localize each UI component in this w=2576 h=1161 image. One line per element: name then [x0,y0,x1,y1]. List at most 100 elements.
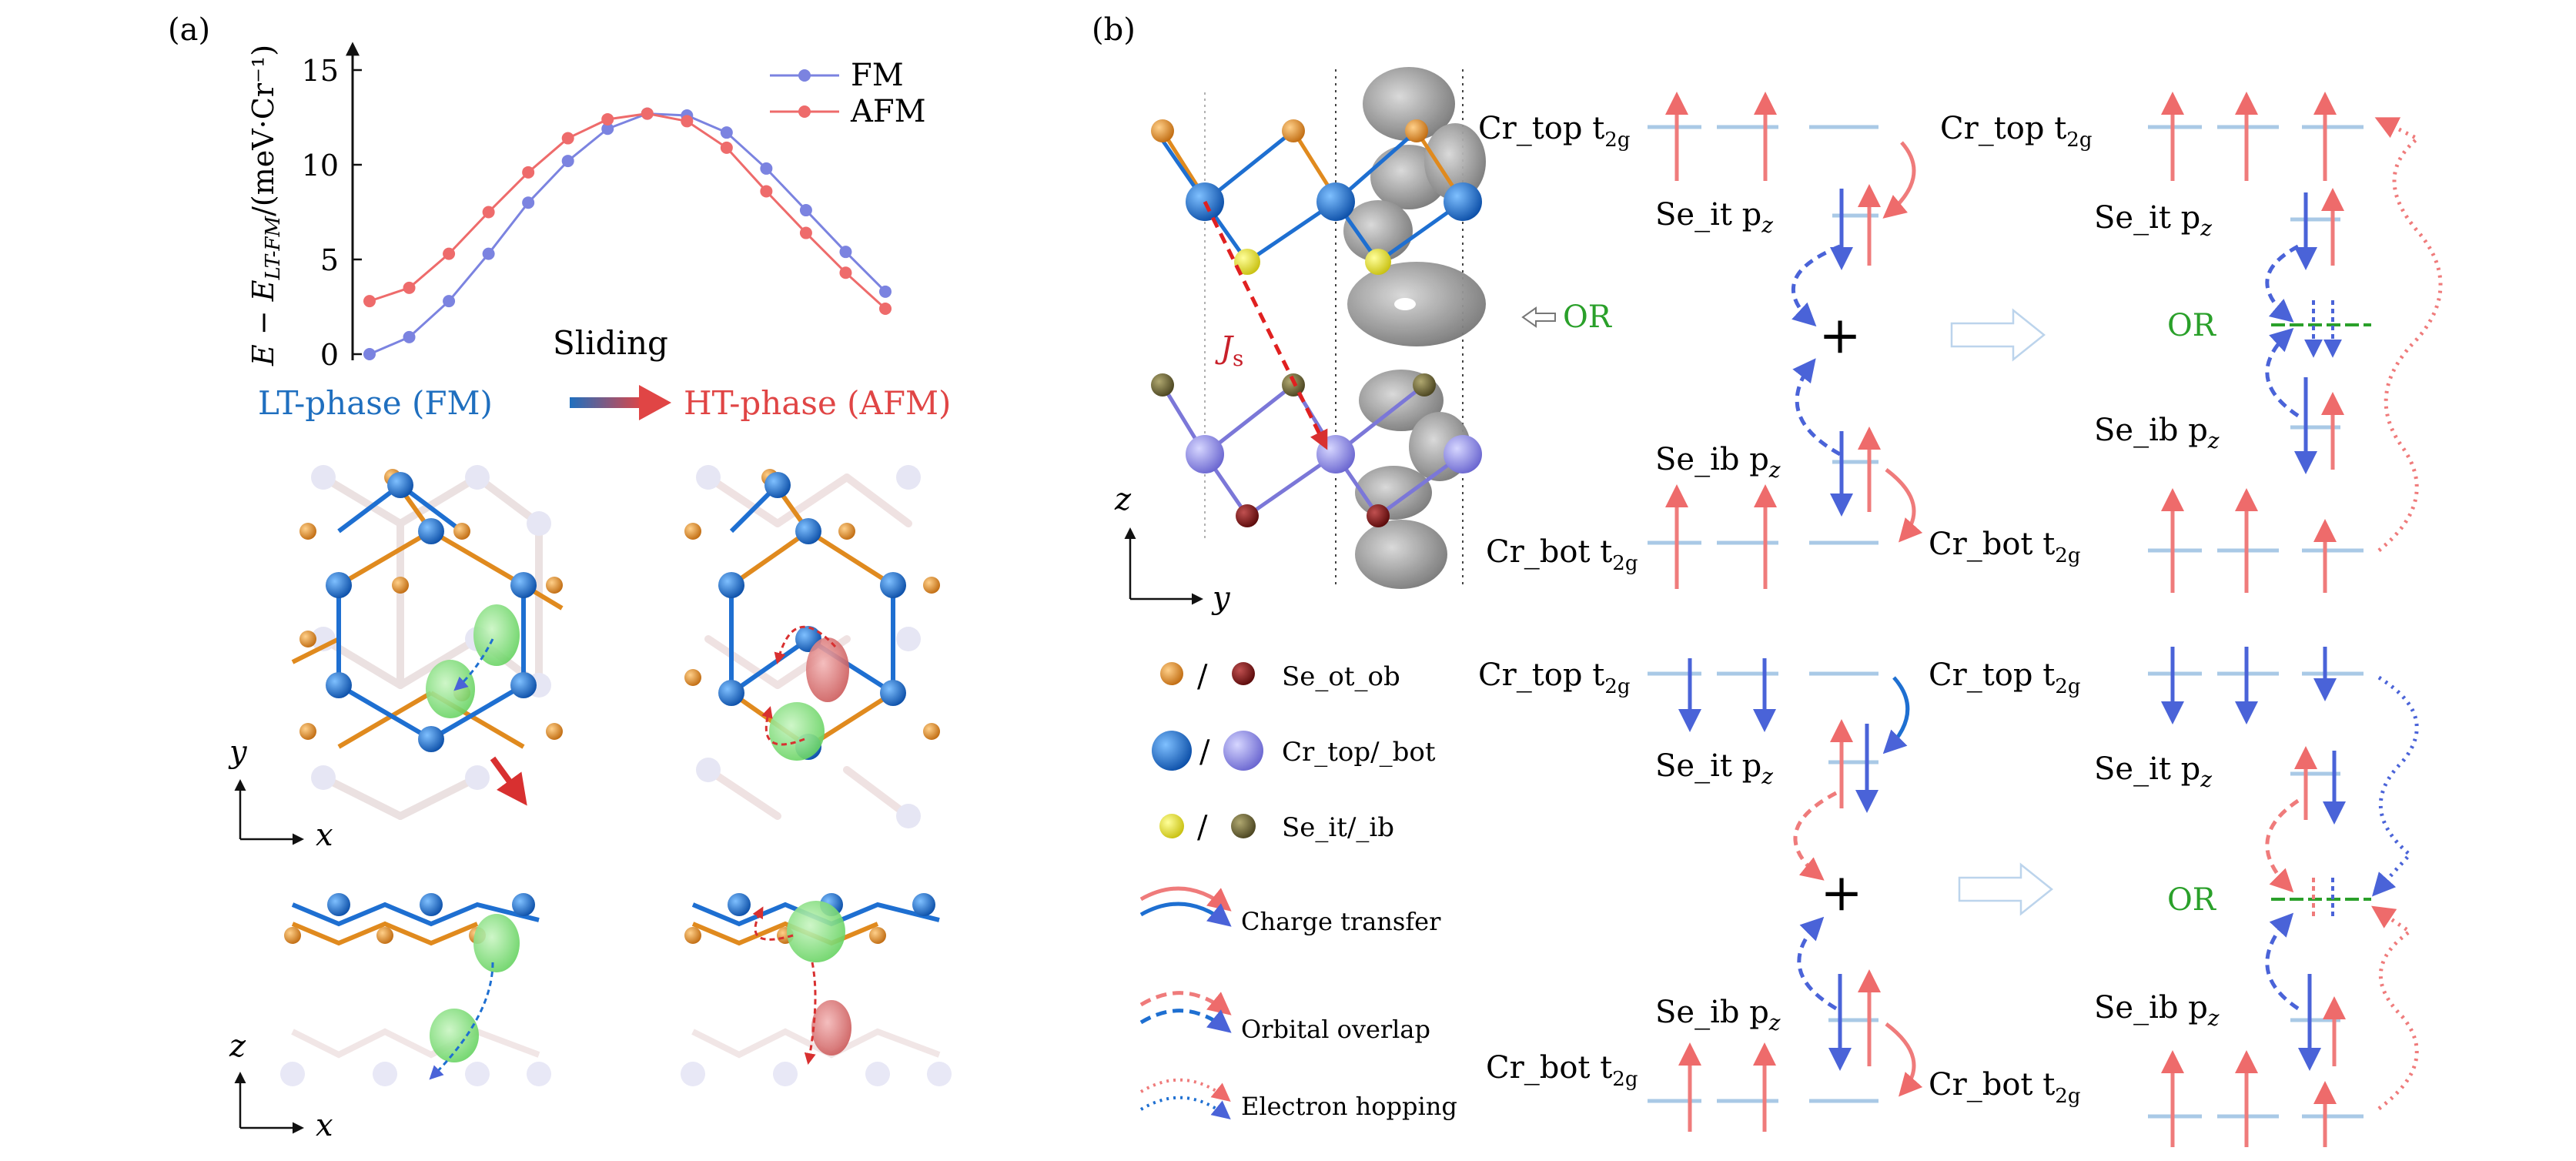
panel-a-label: (a) [168,12,210,48]
ht-top-view [684,465,940,828]
point-fm-10 [760,162,773,175]
y-axis-label: E − ELT-FM/(meV·Cr⁻¹) [246,45,285,366]
point-fm-3 [482,247,495,260]
chart-legend: FM AFM [770,58,926,129]
axis-y-label-a: y [228,734,248,770]
legend-se-ib-marker [1231,814,1256,838]
bilayer-structure: Js OR z y [1114,67,1613,616]
axes-zx-1: z x [229,1029,333,1143]
point-fm-1 [403,330,416,343]
cr-top-label-2: Cr_top t2g [1940,111,2092,152]
ytick-10: 10 [302,149,339,182]
sliding-label: Sliding [553,324,668,362]
point-afm-8 [681,115,694,128]
axis-y-label-b: y [1211,580,1231,616]
fm-level-diagram-before: Cr_top t2g Se_it pz Se_ib pz Cr_bot t2g … [1478,92,2046,589]
se-it-label-3: Se_it pz [1655,748,1773,789]
se-ib-label-1: Se_ib pz [1655,442,1781,483]
ylabel-sub: LT-FM [262,216,285,281]
legend-afm-marker [798,105,811,118]
se-ib-label-4: Se_ib pz [2094,990,2220,1031]
legend-orbital-overlap: Orbital overlap [1241,1015,1430,1044]
or-label-2: OR [2167,882,2217,918]
point-afm-5 [561,132,574,145]
point-afm-7 [641,107,654,120]
axis-z-label-b: z [1114,482,1132,517]
sliding-arrow [570,385,671,420]
transform-arrow-1 [1950,308,2046,362]
lt-green-lobe-2 [426,660,475,718]
point-afm-6 [601,112,614,125]
legend-slash-1: / [1197,659,1208,694]
or-label-1: OR [2167,308,2217,343]
point-afm-10 [760,185,773,198]
js-label: Js [1215,330,1243,371]
lt-green-lobe-1 [473,604,520,666]
ht-red-lobe [806,637,849,702]
axes-xy-1: y x [228,734,333,853]
hopping-path-2 [2371,675,2419,897]
point-fm-13 [879,285,892,298]
point-fm-9 [720,126,733,139]
se-it-label-1: Se_it pz [1655,197,1773,238]
axis-x2-label-a: x [316,1108,333,1143]
plus-1: + [1818,306,1861,365]
axis-x-label-a: x [316,818,333,853]
cr-top-label-1: Cr_top t2g [1478,111,1630,152]
panel-b-label: (b) [1092,12,1136,48]
legend-electron-hopping: Electron hopping [1241,1092,1457,1121]
point-afm-1 [403,281,416,294]
point-afm-9 [720,141,733,154]
legend-cr-top-marker [1152,731,1192,771]
point-afm-13 [879,302,892,315]
ytick-0: 0 [320,338,339,372]
afm-level-diagram-after: Cr_top t2g Se_it pz OR Se_ib pz Cr_bot t… [1929,647,2419,1147]
ht-side-view [681,893,952,1086]
se-it-label-2: Se_it pz [2094,200,2212,241]
cr-bot-label-4: Cr_bot t2g [1929,1067,2080,1108]
point-afm-3 [482,206,495,219]
cr-bot-label-3: Cr_bot t2g [1486,1050,1638,1091]
point-fm-12 [839,246,852,259]
phase-start-label: LT-phase (FM) [258,384,493,422]
plus-2: + [1820,863,1862,922]
se-it-label-4: Se_it pz [2094,751,2212,792]
series-line-fm [369,112,887,356]
legend-fm-label: FM [851,58,904,93]
se-ib-label-3: Se_ib pz [1655,995,1781,1036]
cr-bot-label-2: Cr_bot t2g [1929,527,2080,567]
point-afm-4 [522,166,535,179]
point-fm-6 [601,122,614,136]
point-fm-2 [443,295,456,308]
cr-bot-label-1: Cr_bot t2g [1486,534,1638,575]
transform-arrow-2 [1958,862,2054,916]
lt-side-view: z x [229,893,551,1143]
ytick-5: 5 [320,243,339,277]
point-afm-11 [799,226,812,239]
series-line-afm [369,112,887,310]
point-afm-2 [443,247,456,260]
se-ib-label-2: Se_ib pz [2094,413,2220,453]
legend-slash-2: / [1199,734,1210,770]
point-fm-11 [799,204,812,217]
legend-se-it-ib-label: Se_it/_ib [1282,812,1394,843]
or-pointer-arrow [1521,306,1556,328]
legend-cr-label: Cr_top/_bot [1282,737,1436,768]
legend-afm-label: AFM [850,94,926,129]
legend-fm-marker [798,69,811,82]
point-fm-5 [561,155,574,168]
axes-zy-b: z y [1114,482,1231,616]
point-afm-0 [363,295,376,308]
ylabel-main: E − E [246,279,280,366]
ytick-15: 15 [302,54,339,88]
cr-top-label-3: Cr_top t2g [1478,657,1630,698]
legend-charge-transfer: Charge transfer [1241,907,1441,936]
legend-slash-3: / [1197,810,1208,845]
phase-end-label: HT-phase (AFM) [684,384,951,422]
chart-series [363,107,892,360]
cr-top-label-4: Cr_top t2g [1929,657,2080,698]
ylabel-unit: /(meV·Cr⁻¹) [246,45,280,216]
chart-a: 0 5 10 15 E − ELT-FM/(meV·Cr⁻¹) FM AFM [246,42,926,372]
or-label-struct: OR [1563,299,1613,335]
